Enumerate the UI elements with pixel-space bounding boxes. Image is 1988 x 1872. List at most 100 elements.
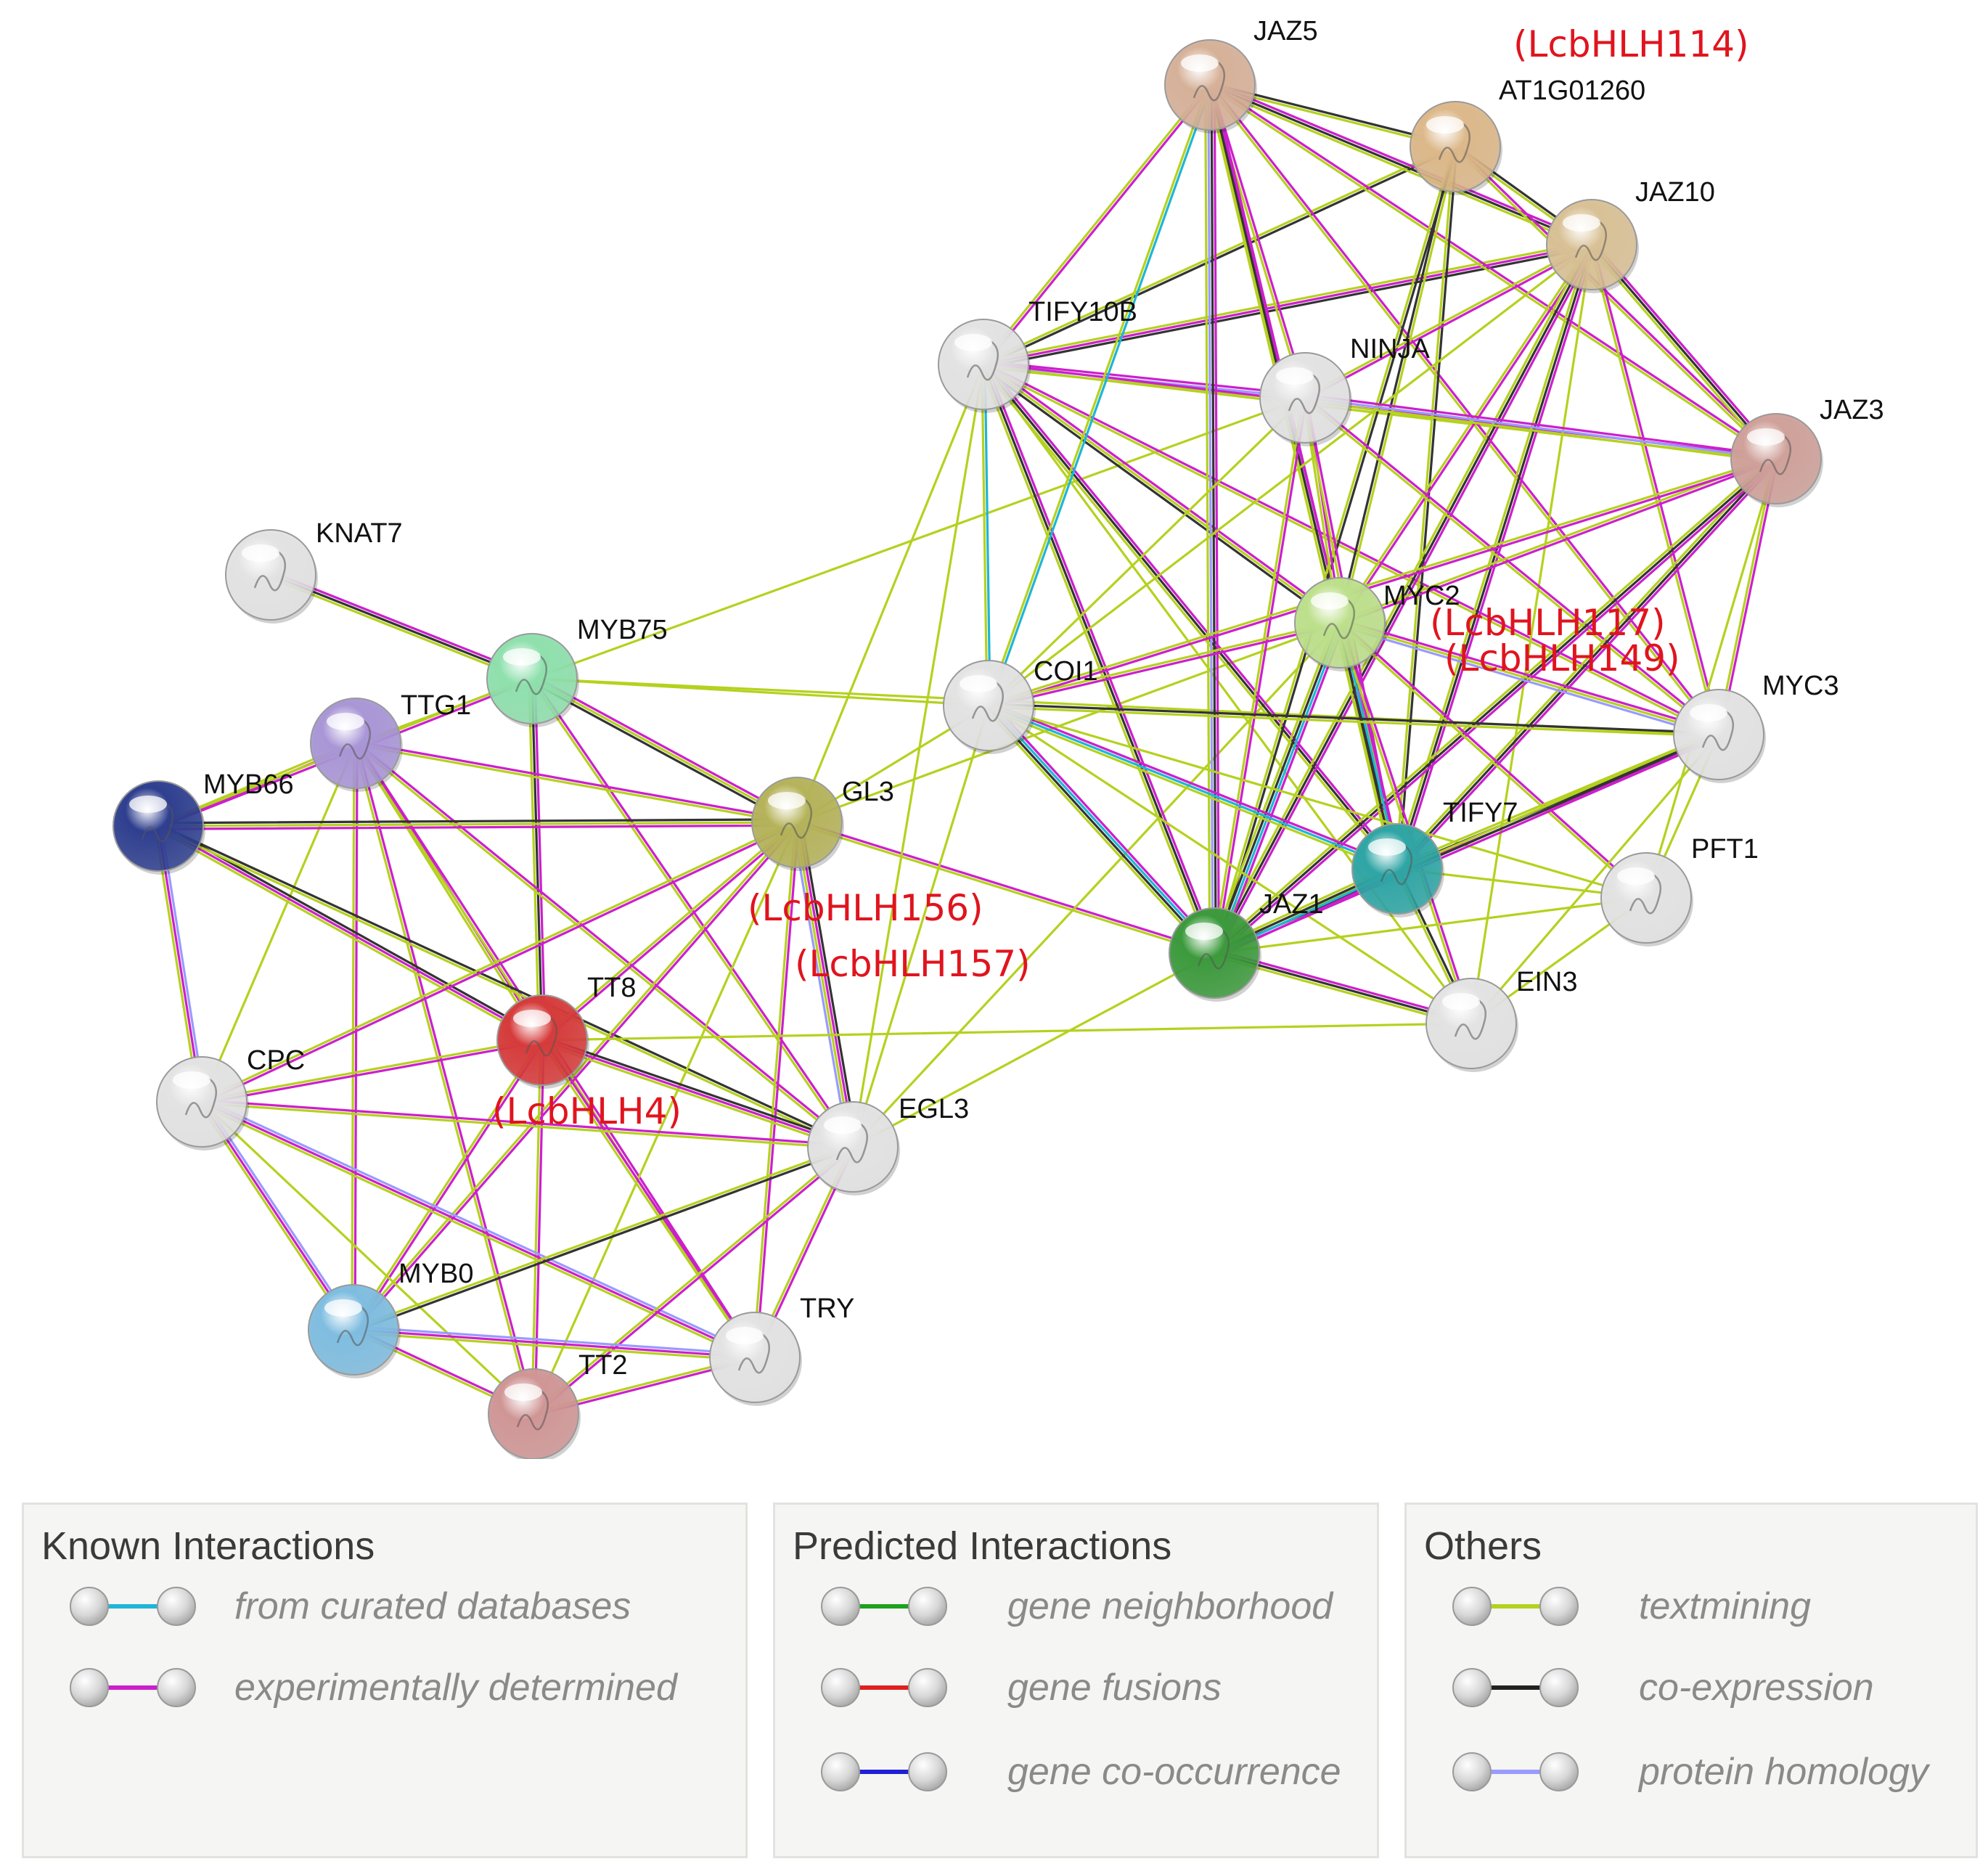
protein-structure-icon [184,1077,217,1119]
node-highlight [1442,993,1480,1010]
node-ninja[interactable]: NINJA [1259,334,1430,446]
edge-channel-textmining [1337,242,1592,624]
edge-channel-textmining [351,1038,542,1331]
legend-label-neighborhood: gene neighborhood [1007,1585,1333,1627]
node-highlight [1311,592,1349,610]
node-bubble [1259,352,1351,444]
edge-channel-textmining [1470,733,1720,1025]
legend-swatch-experimental [70,1668,196,1707]
node-coi1[interactable]: COI1 [943,656,1098,754]
edge-tt8-ein3 [541,1022,1473,1042]
node-ein3[interactable]: EIN3 [1425,967,1577,1072]
protein-structure-icon [338,719,371,760]
edge-channel-textmining [1213,896,1648,955]
node-highlight [129,796,167,813]
edge-channel-experimental [200,1099,854,1147]
node-jaz5[interactable]: JAZ5 [1164,16,1318,134]
legend-item-coexpression: co-expression [1407,1659,1976,1717]
edge-jaz3-myc3 [1716,457,1779,737]
node-jaz10[interactable]: JAZ10 [1546,177,1715,293]
node-pft1[interactable]: PFT1 [1600,834,1759,947]
node-highlight [1563,214,1600,232]
legend-label-fusions: gene fusions [1007,1667,1222,1709]
edge-tify10b-myc2 [980,360,1343,627]
node-label-jaz3: JAZ3 [1820,395,1884,425]
edge-ninja-coi1 [987,396,1306,707]
edge-ninja-jaz1 [1211,396,1308,955]
edge-tt8-tt2 [531,1039,545,1415]
node-label-myc3: MYC3 [1762,671,1839,701]
edge-channel-coexpression [353,1147,855,1333]
node-gl3[interactable]: GL3 [751,777,894,871]
edge-channel-coexpression [269,573,533,680]
legend-swatch-homology [1452,1752,1579,1791]
node-jaz1[interactable]: JAZ1 [1169,889,1324,1002]
node-at1g01260[interactable]: AT1G01260 [1410,75,1645,195]
edge-channel-textmining [795,621,1341,824]
edge-channel-textmining [1208,85,1777,462]
node-label-jaz1: JAZ1 [1259,889,1324,920]
node-egl3[interactable]: EGL3 [807,1094,969,1195]
node-try[interactable]: TRY [709,1293,854,1406]
edge-channel-coexpression [986,705,1215,956]
edge-channel-experimental [1339,618,1721,733]
node-label-gl3: GL3 [842,777,894,807]
legend-ball [1539,1668,1579,1707]
node-highlight [1426,116,1464,134]
edge-channel-experimental [354,740,798,822]
node-myc2[interactable]: MYC2 [1294,577,1460,671]
legend-item-homology: protein homology [1407,1743,1976,1801]
edge-channel-textmining [200,742,357,1103]
edge-ttg1-tt2 [353,741,536,1416]
node-cpc[interactable]: CPC [156,1045,305,1150]
annotation-label: (LcbHLH114) [1513,23,1749,65]
node-myb75[interactable]: MYB75 [486,615,668,727]
protein-structure-icon [1701,710,1734,751]
node-jaz3[interactable]: JAZ3 [1730,395,1884,507]
edge-channel-textmining [851,704,990,1148]
edge-channel-textmining [353,743,854,1150]
node-myb66[interactable]: MYB66 [113,769,294,875]
node-tt2[interactable]: TT2 [488,1350,628,1459]
annotation-label: (LcbHLH149) [1444,637,1680,679]
edge-channel-textmining [1211,396,1305,955]
edge-channel-experimental [532,674,800,821]
edge-myb66-cpc [154,824,206,1104]
node-ttg1[interactable]: TTG1 [310,690,471,792]
edge-channel-textmining [982,363,1341,624]
edge-channel-textmining [1303,399,1778,463]
legend-ball [157,1587,196,1626]
edge-tify10b-myc3 [981,361,1721,737]
annotation-label: (LcbHLH157) [795,943,1031,985]
edge-ttg1-egl3 [353,740,855,1150]
node-tify7[interactable]: TIFY7 [1351,798,1518,917]
protein-structure-icon [515,654,547,695]
node-bubble [496,994,588,1086]
node-knat7[interactable]: KNAT7 [225,518,403,624]
edge-channel-textmining [795,822,1215,956]
edge-coi1-pft1 [987,704,1648,899]
node-label-tify7: TIFY7 [1443,798,1518,828]
edge-myb0-try [352,1325,756,1362]
edge-jaz10-ninja [1303,242,1594,401]
node-myb0[interactable]: MYB0 [308,1259,473,1378]
edge-jaz5-myc3 [1207,83,1722,737]
edge-channel-textmining [851,621,1341,1148]
node-tt8[interactable]: TT8 [496,973,637,1089]
node-myc3[interactable]: MYC3 [1673,671,1839,783]
edge-channel-coexpression [982,363,1399,870]
edge-channel-textmining [987,396,1306,707]
node-tify10b[interactable]: TIFY10B [938,297,1137,413]
node-label-ein3: EIN3 [1516,967,1577,997]
node-highlight [513,1010,551,1027]
node-label-coi1: COI1 [1034,656,1098,687]
protein-structure-icon [1574,220,1607,261]
node-bubble [1351,823,1443,915]
edge-channel-textmining [156,826,854,1150]
edge-channel-experimental [157,825,544,1042]
edge-channel-curated [989,84,1213,708]
legend-label-curated: from curated databases [234,1585,631,1627]
protein-structure-icon [835,1122,868,1164]
edge-channel-experimental [200,1040,544,1105]
